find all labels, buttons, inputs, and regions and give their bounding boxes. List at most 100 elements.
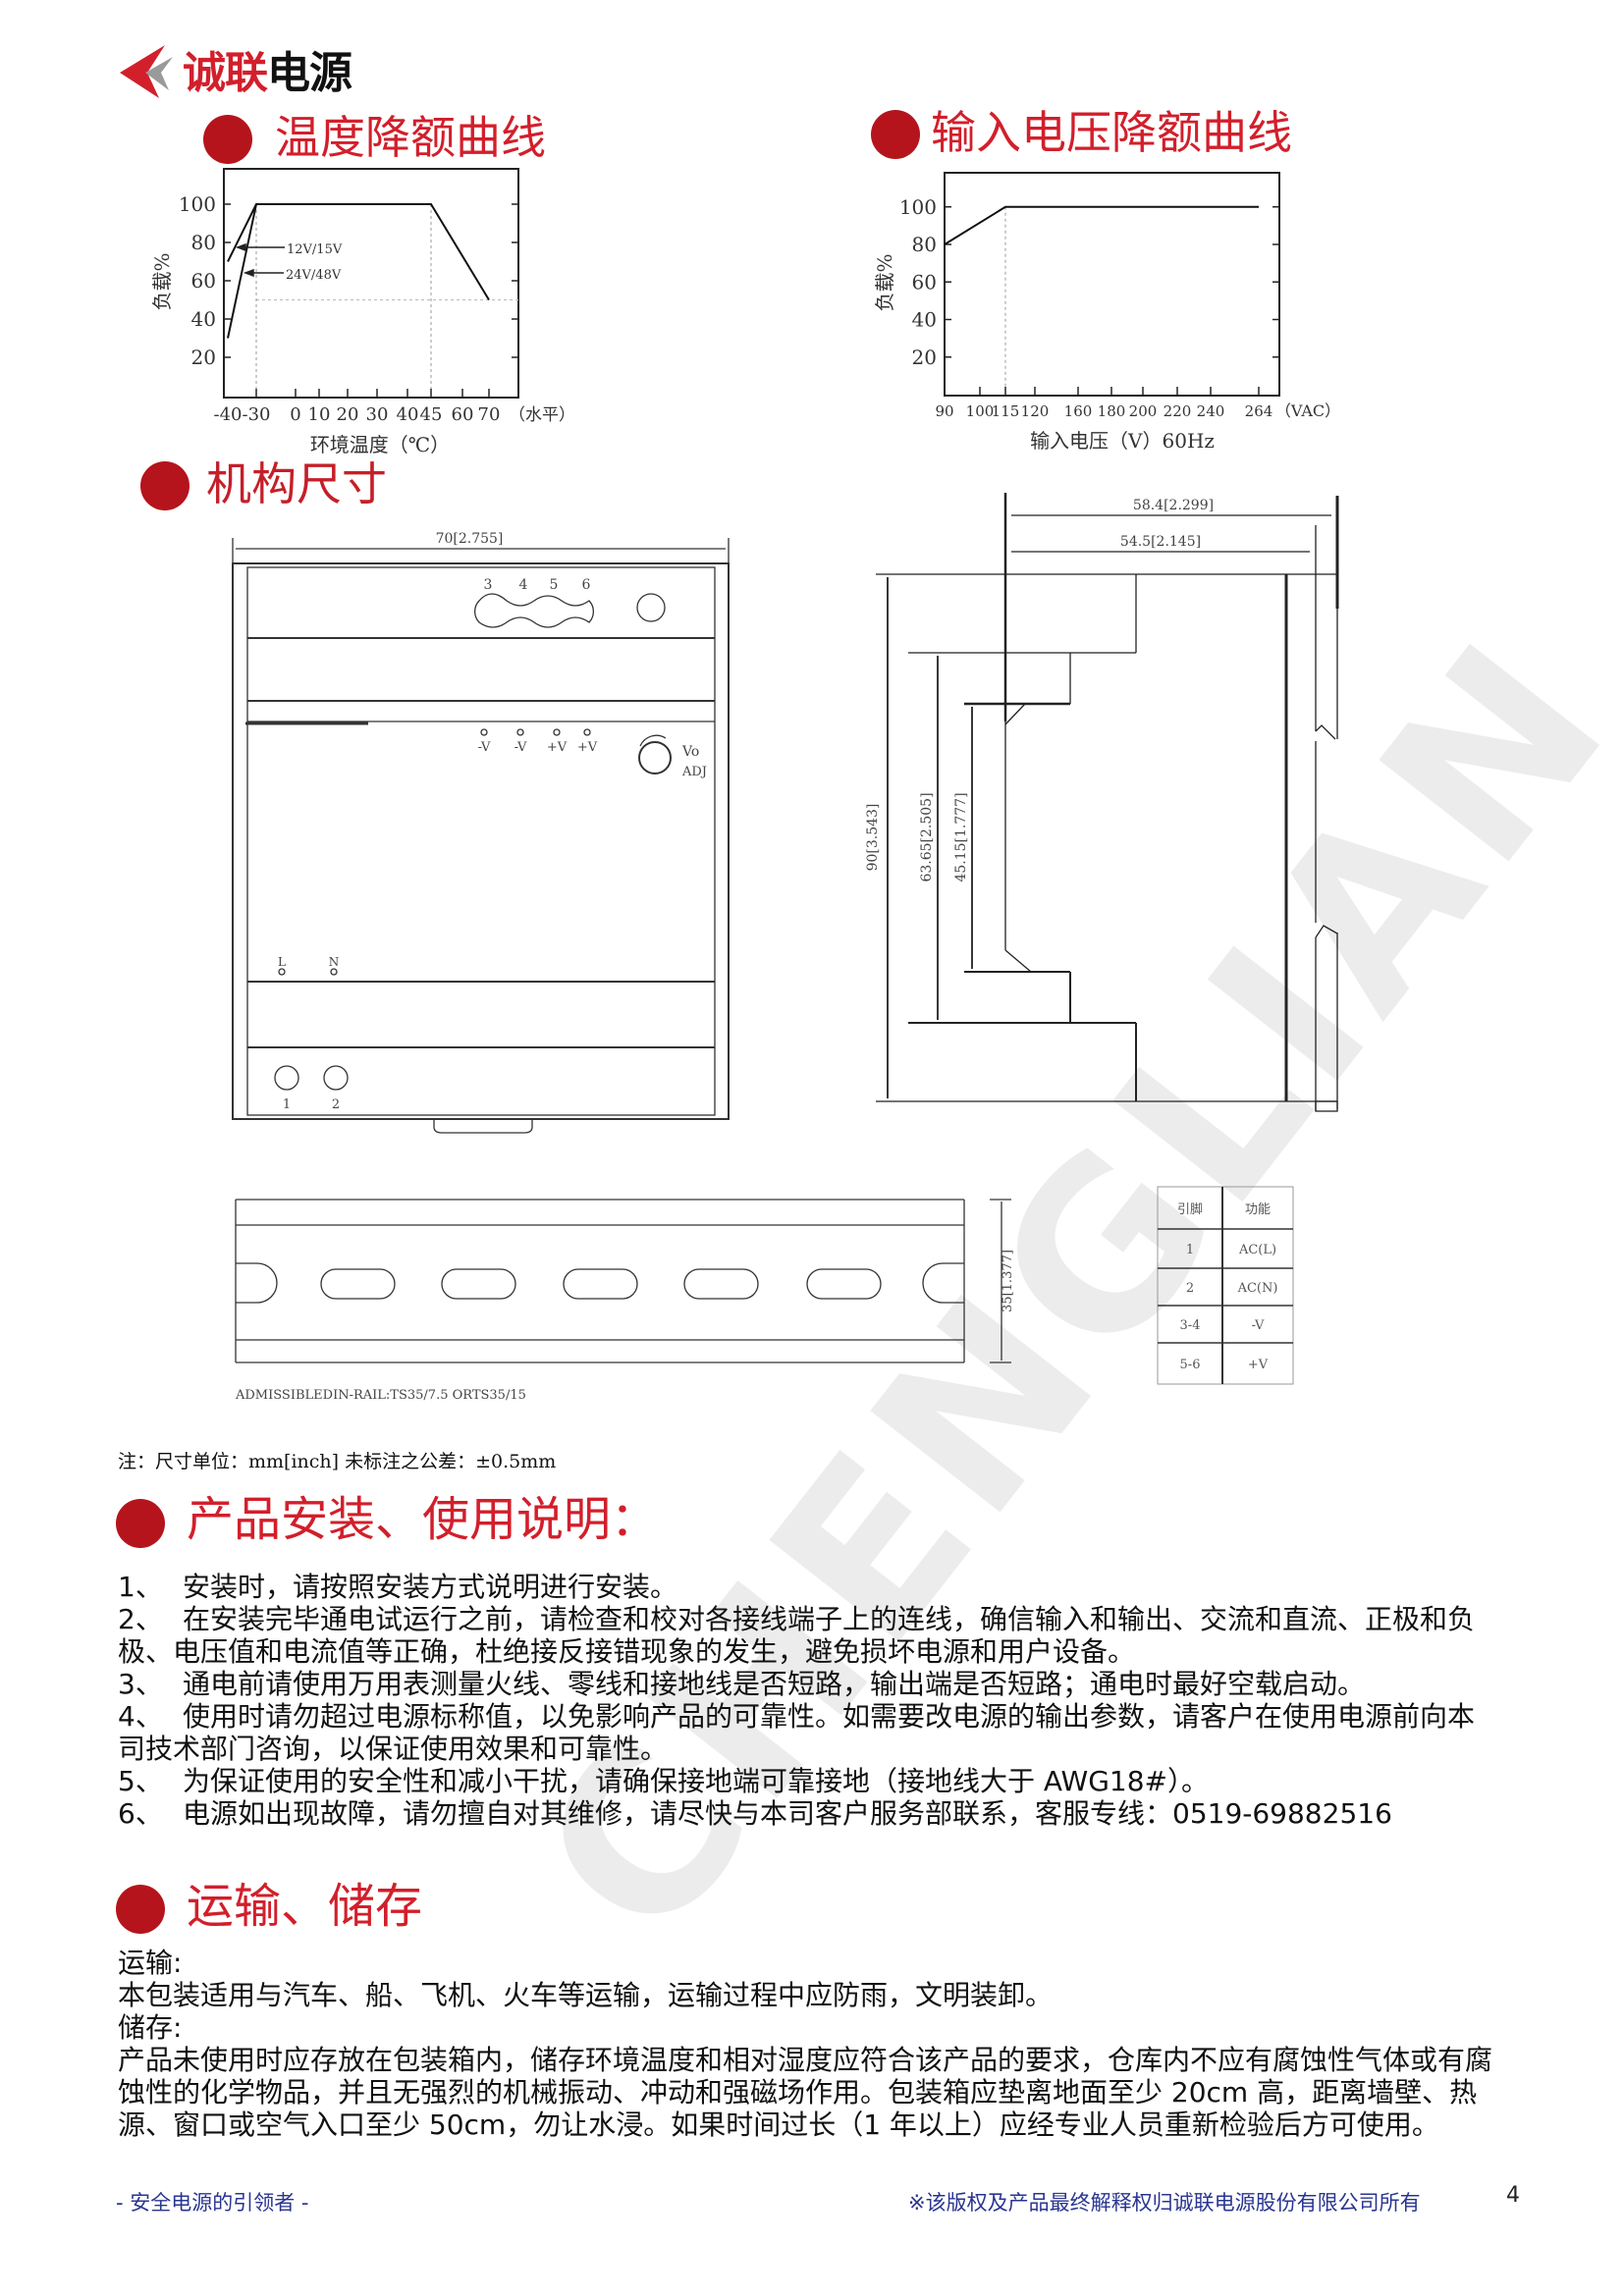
item-number: 2、 <box>118 1603 163 1635</box>
input-label-l: L <box>278 955 286 969</box>
arrow-head-icon <box>235 242 246 252</box>
x-tick-label: 40 <box>397 404 419 425</box>
section-bullet-icon <box>871 110 920 159</box>
storage-text: 产品未使用时应存放在包装箱内，储存环境温度和相对湿度应符合该产品的要求，仓库内不… <box>118 2044 1493 2141</box>
depth-total-dimension: 58.4[2.299] <box>1133 498 1214 513</box>
y-tick-label: 60 <box>191 269 216 293</box>
x-tick-label: 120 <box>1021 402 1050 420</box>
series-line-2 <box>227 203 257 339</box>
y-tick-label: 40 <box>912 308 937 332</box>
item-text: 为保证使用的安全性和减小干扰，请确保接地端可靠接地（接地线大于 AWG18#）。 <box>183 1765 1210 1797</box>
x-tick-label: 30 <box>366 404 389 425</box>
x-tick-label: 90 <box>935 402 953 420</box>
instruction-item: 3、通电前请使用万用表测量火线、零线和接地线是否短路，输出端是否短路；通电时最好… <box>118 1668 1497 1700</box>
section-bullet-icon <box>203 115 252 164</box>
transport-label: 运输: <box>118 1947 183 1979</box>
instruction-item: 6、电源如出现故障，请勿擅自对其维修，请尽快与本司客户服务部联系，客服专线：05… <box>118 1797 1497 1830</box>
section-bullet-icon <box>140 461 189 510</box>
item-text: 在安装完毕通电试运行之前，请检查和校对各接线端子上的连线，确信输入和输出、交流和… <box>118 1603 1476 1668</box>
item-number: 6、 <box>118 1797 163 1830</box>
footer-slogan: - 安全电源的引领者 - <box>116 2191 309 2215</box>
x-tick-label: 100 <box>966 402 995 420</box>
pin-table-cell: 5-6 <box>1180 1358 1201 1372</box>
width-dimension: 70[2.755] <box>436 531 504 547</box>
x-unit-label: （VAC） <box>1275 401 1340 420</box>
x-tick-label: 10 <box>308 404 331 425</box>
pin-table-cell: 3-4 <box>1180 1318 1201 1333</box>
logo-text-red: 诚联 <box>183 48 268 98</box>
side-view-drawing <box>876 493 1339 1112</box>
x-tick-label: 200 <box>1129 402 1158 420</box>
storage-label: 储存: <box>118 2011 183 2044</box>
instruction-item: 1、安装时，请按照安装方式说明进行安装。 <box>118 1571 1497 1603</box>
pin-table <box>1157 1186 1294 1385</box>
y-tick-label: 100 <box>899 195 937 219</box>
x-tick-label: 70 <box>478 404 501 425</box>
pin-table-cell: 1 <box>1186 1243 1194 1257</box>
series-label-24v-48v: 24V/48V <box>286 268 342 283</box>
section-title-temp-derating: 温度降额曲线 <box>275 111 546 164</box>
step-inner-dimension: 45.15[1.777] <box>953 792 969 881</box>
section-title-dimensions: 机构尺寸 <box>206 457 387 510</box>
step-outer-dimension: 63.65[2.505] <box>919 792 935 881</box>
x-tick-label: 0 <box>290 404 300 425</box>
y-tick-label: 40 <box>191 307 216 331</box>
output-label: +V <box>547 740 568 755</box>
terminal-number: 1 <box>283 1097 291 1112</box>
transport-text: 本包装适用与汽车、船、飞机、火车等运输，运输过程中应防雨，文明装卸。 <box>118 1979 1054 2011</box>
vo-adj-knob <box>638 741 672 774</box>
instruction-item: 5、为保证使用的安全性和减小干扰，请确保接地端可靠接地（接地线大于 AWG18#… <box>118 1765 1497 1797</box>
led-indicator <box>636 593 666 622</box>
y-tick-label: 60 <box>912 270 937 294</box>
rail-height-dimension: 35[1.377] <box>1001 1250 1015 1312</box>
depth-dimension: 54.5[2.145] <box>1120 534 1201 550</box>
input-label-n: N <box>329 955 340 969</box>
logo-chevron-icon <box>120 45 173 98</box>
terminal-2 <box>323 1065 349 1091</box>
terminal-number: 4 <box>519 577 528 593</box>
x-tick-label: -30 <box>243 404 271 425</box>
vo-label: Vo <box>681 744 699 760</box>
item-number: 5、 <box>118 1765 163 1797</box>
logo: 诚联电源 <box>183 49 352 98</box>
annotation-arrows <box>235 242 285 278</box>
x-axis-label: 环境温度（℃） <box>310 433 450 456</box>
pin-table-cell: 2 <box>1186 1281 1194 1296</box>
x-tick-label: 240 <box>1197 402 1225 420</box>
terminal-number: 3 <box>484 577 493 593</box>
series-line-1 <box>944 205 1259 245</box>
x-unit-label: （水平） <box>509 405 575 425</box>
item-text: 安装时，请按照安装方式说明进行安装。 <box>183 1571 678 1603</box>
y-tick-label: 80 <box>191 231 216 254</box>
y-axis-label: 负载% <box>150 252 174 310</box>
section-title-transport: 运输、储存 <box>187 1879 423 1934</box>
item-number: 4、 <box>118 1700 163 1733</box>
chart-frame <box>223 168 519 399</box>
x-tick-label: 220 <box>1164 402 1192 420</box>
x-tick-label: 20 <box>337 404 359 425</box>
dimension-note: 注：尺寸单位：mm[inch] 未标注之公差：±0.5mm <box>118 1451 557 1472</box>
section-title-input-derating: 输入电压降额曲线 <box>931 106 1292 159</box>
x-tick-label: -40 <box>214 404 243 425</box>
x-axis-label: 输入电压（V）60Hz <box>1030 429 1215 453</box>
adj-label: ADJ <box>681 765 707 779</box>
instruction-item: 2、在安装完毕通电试运行之前，请检查和校对各接线端子上的连线，确信输入和输出、交… <box>118 1603 1497 1668</box>
output-label: +V <box>577 740 598 755</box>
item-text: 通电前请使用万用表测量火线、零线和接地线是否短路，输出端是否短路；通电时最好空载… <box>183 1668 1366 1700</box>
pin-table-cell: -V <box>1252 1318 1265 1333</box>
y-tick-label: 80 <box>912 233 937 256</box>
pin-table-header: 功能 <box>1245 1202 1271 1217</box>
x-tick-label: 45 <box>420 404 443 425</box>
section-bullet-icon <box>116 1499 165 1548</box>
pin-table-cell: AC(N) <box>1237 1281 1278 1296</box>
terminal-number: 5 <box>550 577 559 593</box>
x-tick-label: 60 <box>452 404 474 425</box>
section-title-install: 产品安装、使用说明： <box>187 1492 659 1547</box>
x-tick-label: 180 <box>1098 402 1126 420</box>
x-tick-label: 160 <box>1064 402 1093 420</box>
series-line-1 <box>227 203 490 301</box>
y-tick-label: 100 <box>179 192 216 216</box>
install-instructions: 1、安装时，请按照安装方式说明进行安装。 2、在安装完毕通电试运行之前，请检查和… <box>118 1571 1497 1830</box>
